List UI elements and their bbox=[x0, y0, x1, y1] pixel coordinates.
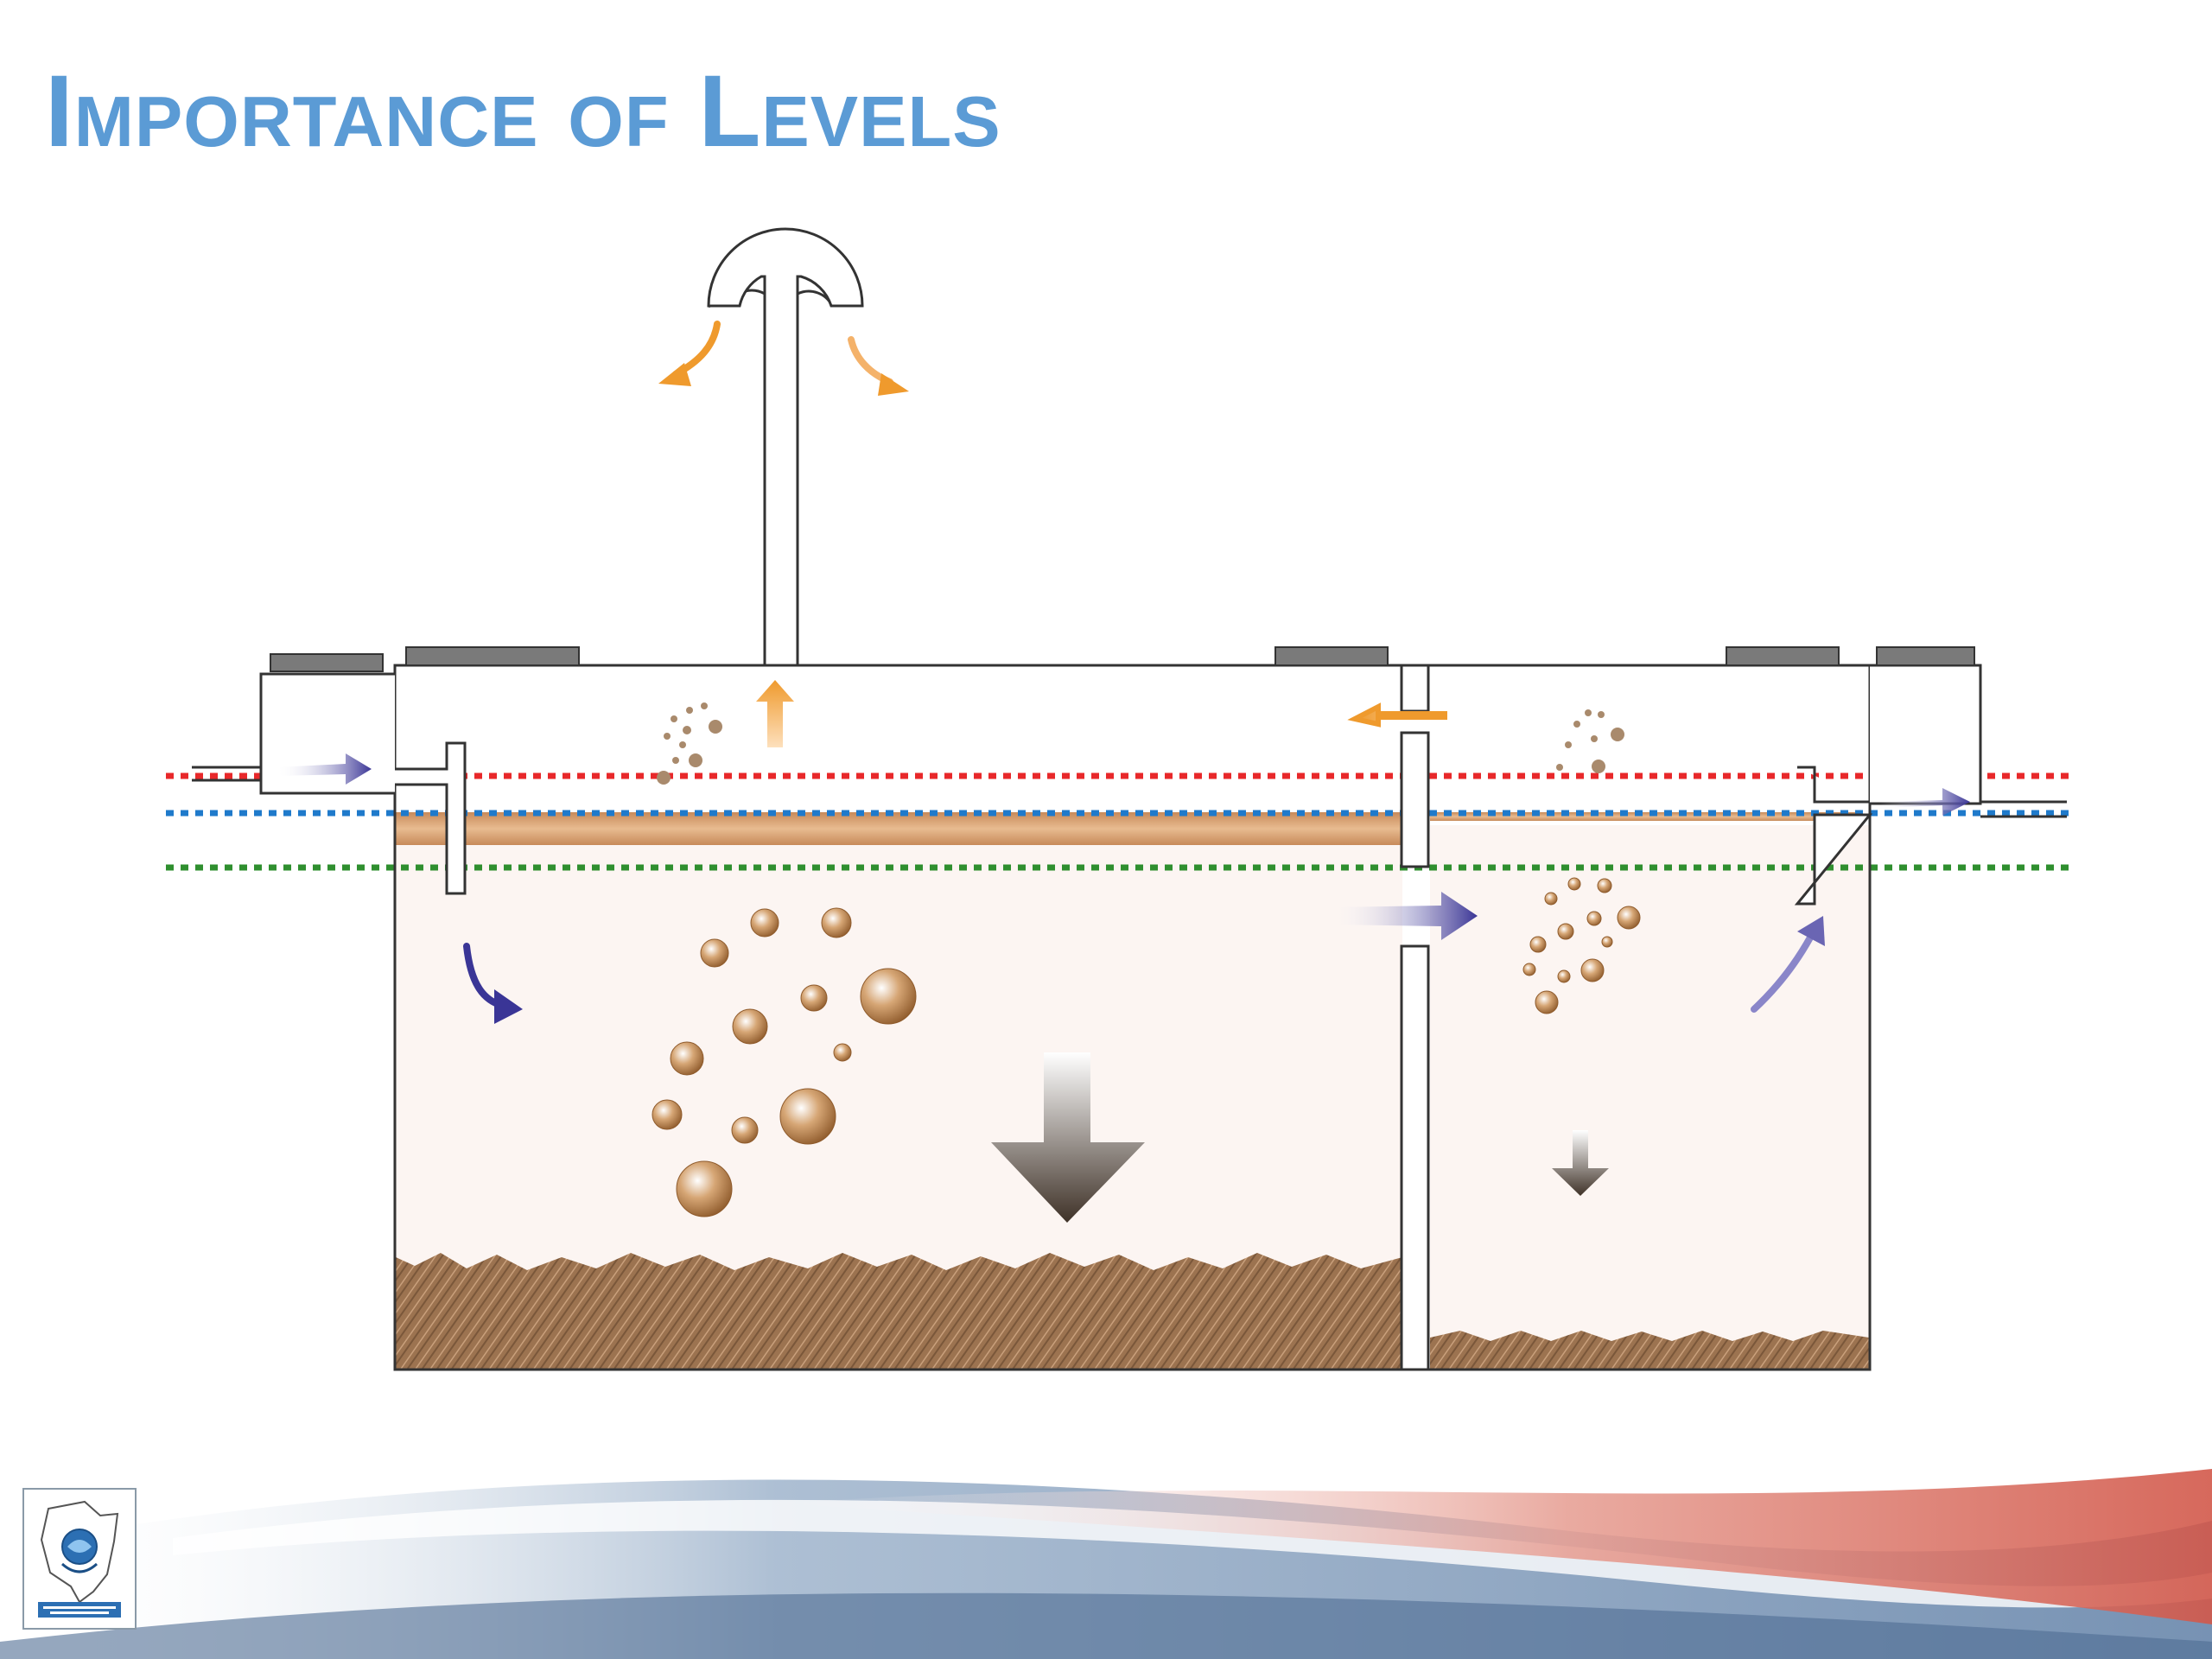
gas-particle bbox=[679, 741, 686, 748]
bubble bbox=[1522, 963, 1536, 976]
bubble bbox=[821, 907, 852, 938]
bubble bbox=[731, 1116, 759, 1144]
settling-arrow-large bbox=[991, 1052, 1145, 1223]
outlet-box bbox=[1870, 664, 1982, 805]
bubbles-primary bbox=[652, 907, 917, 1217]
gas-particle bbox=[671, 715, 677, 722]
inlet-pipe bbox=[192, 766, 261, 782]
gas-up-arrow bbox=[756, 680, 794, 747]
outflow-arrow bbox=[1879, 788, 1970, 816]
gas-particle bbox=[686, 707, 693, 714]
gas-particle bbox=[689, 753, 702, 767]
inflow-arrow bbox=[276, 753, 372, 785]
gas-particle bbox=[709, 720, 722, 734]
gas-particle bbox=[657, 771, 671, 785]
gas-particle bbox=[672, 757, 679, 764]
vent-left-arrow-head bbox=[658, 363, 691, 386]
manhole-cover bbox=[1876, 646, 1975, 666]
bubble bbox=[1529, 936, 1547, 953]
bubble bbox=[750, 908, 779, 938]
banner-red-wave bbox=[778, 1469, 2212, 1624]
bubble bbox=[1557, 923, 1574, 940]
vent-cap bbox=[707, 227, 864, 667]
gas-particles-secondary bbox=[1556, 709, 1624, 773]
settling-arrow-small bbox=[1552, 1130, 1609, 1196]
bubble bbox=[833, 1043, 852, 1062]
bubbles-secondary bbox=[1522, 877, 1641, 1014]
secondary-scum-layer bbox=[1430, 812, 1862, 821]
bubble bbox=[676, 1160, 733, 1217]
primary-sludge-layer bbox=[396, 1253, 1402, 1370]
gas-particle bbox=[1556, 764, 1563, 771]
gas-particle bbox=[701, 702, 708, 709]
manhole-cover bbox=[270, 653, 384, 672]
bubble bbox=[670, 1041, 704, 1076]
gas-arrows bbox=[658, 321, 1447, 747]
bubble bbox=[1567, 877, 1581, 891]
bubble bbox=[779, 1088, 836, 1145]
vent-right-arrow-head bbox=[878, 373, 909, 396]
gas-particle bbox=[1573, 721, 1580, 728]
partition-wall bbox=[1400, 664, 1430, 1371]
secondary-chamber-liquid bbox=[1430, 825, 1869, 1370]
gas-particle bbox=[1611, 728, 1624, 741]
primary-scum-layer bbox=[396, 812, 1402, 845]
manhole-cover bbox=[1726, 646, 1840, 666]
manhole-cover bbox=[1274, 646, 1389, 666]
bubble bbox=[1597, 878, 1612, 893]
banner-white-stripe bbox=[173, 1499, 2212, 1608]
bubble bbox=[860, 968, 917, 1025]
gas-particle bbox=[1585, 709, 1592, 716]
inlet-down-arrow-head bbox=[494, 989, 523, 1024]
gas-particle bbox=[1598, 711, 1605, 718]
bubble bbox=[800, 984, 828, 1012]
transfer-arrow bbox=[1331, 892, 1478, 940]
banner-dark-wave bbox=[0, 1592, 2212, 1659]
gas-particle bbox=[1591, 735, 1598, 742]
bubble bbox=[1617, 906, 1641, 930]
bubble bbox=[732, 1008, 768, 1045]
outlet-tee bbox=[1794, 766, 1873, 906]
bubble bbox=[1535, 990, 1559, 1014]
gas-particle bbox=[1592, 760, 1605, 773]
gas-particles-primary bbox=[657, 702, 722, 785]
slide-title: Importance of Levels bbox=[45, 54, 1001, 168]
kenya-map-emblem-icon bbox=[38, 1500, 121, 1618]
bubble bbox=[700, 938, 729, 968]
outlet-up-arrow bbox=[1751, 934, 1814, 1013]
gas-left-arrow bbox=[1347, 702, 1447, 728]
bubble bbox=[1580, 958, 1605, 982]
bubble bbox=[1601, 936, 1613, 948]
bubble bbox=[652, 1099, 683, 1130]
manhole-covers bbox=[270, 646, 1975, 672]
bubble bbox=[1586, 911, 1602, 926]
bubble bbox=[1557, 969, 1571, 983]
flow-arrows bbox=[276, 753, 1970, 1024]
manhole-cover bbox=[405, 646, 580, 666]
logo-badge bbox=[22, 1488, 137, 1630]
secondary-sludge-layer bbox=[1430, 1331, 1869, 1370]
bubble bbox=[1544, 892, 1558, 906]
footer-banner bbox=[0, 1469, 2212, 1659]
outlet-pipe bbox=[1980, 800, 2067, 818]
gas-particle bbox=[683, 726, 691, 734]
gas-particle bbox=[1565, 741, 1572, 748]
outlet-up-arrow-head bbox=[1797, 916, 1825, 946]
tank-outline bbox=[393, 664, 1872, 1371]
inlet-tee bbox=[395, 741, 467, 895]
gas-particle bbox=[664, 733, 671, 740]
